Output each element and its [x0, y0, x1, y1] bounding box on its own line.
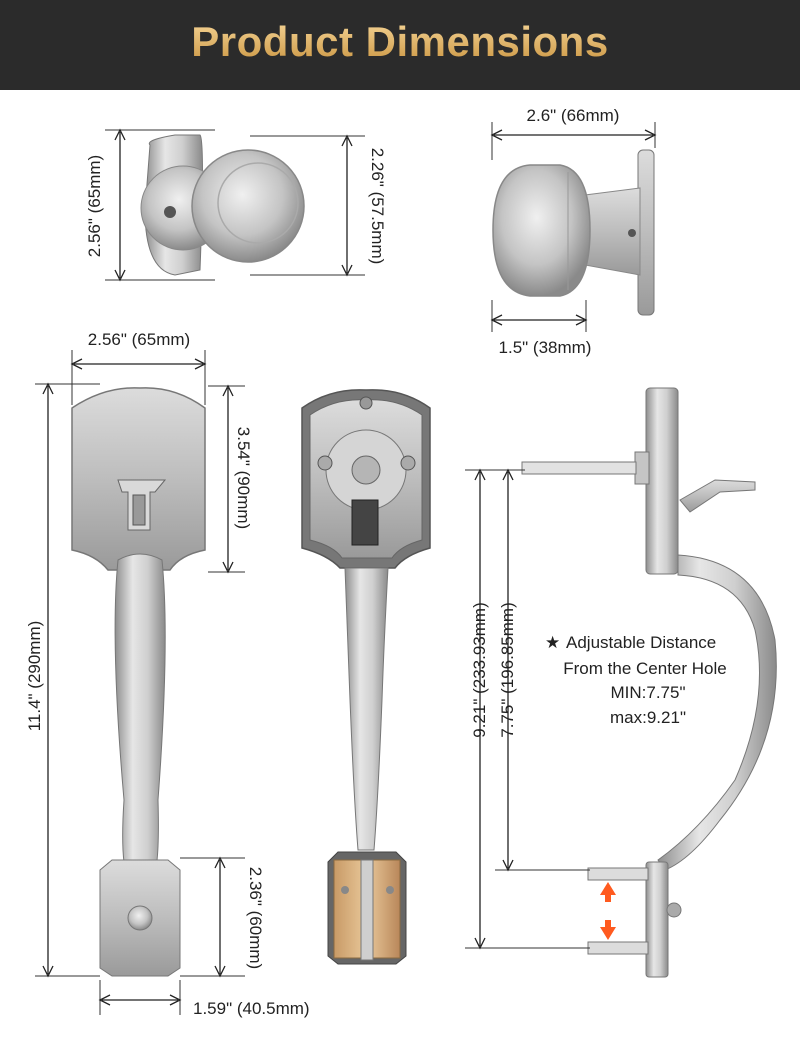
overall-height-label: 11.4" (290mm) [25, 621, 44, 732]
bottom-plate-height-dimension [180, 856, 245, 978]
min-distance-label: 7.75" (196.85mm) [498, 602, 517, 738]
overall-height-dimension [35, 382, 100, 978]
set-screw-icon [164, 206, 176, 218]
knob-height-label: 2.56" (65mm) [85, 155, 104, 257]
page-title: Product Dimensions [0, 18, 800, 66]
bottom-plate-height-label: 2.36" (60mm) [246, 867, 265, 969]
plate-width-dimension [70, 350, 207, 405]
max-distance-dimension [465, 468, 590, 950]
plate-width-label: 2.56" (65mm) [88, 330, 190, 349]
svg-text:From the Center Hole: From the Center Hole [563, 659, 726, 678]
svg-text:max:9.21": max:9.21" [610, 708, 686, 727]
back-handleset [301, 389, 431, 965]
side-handleset [521, 387, 777, 978]
knob-front-view [140, 134, 305, 276]
knob-depth-label: 1.5" (38mm) [499, 338, 592, 357]
knob-diameter-label: 2.26" (57.5mm) [368, 148, 387, 265]
knob-diameter-dimension [250, 134, 365, 277]
star-icon: ★ [545, 633, 560, 652]
max-distance-label: 9.21" (233.93mm) [470, 602, 489, 738]
front-handleset [71, 387, 206, 977]
svg-text:MIN:7.75": MIN:7.75" [610, 683, 685, 702]
knob-projection-label: 2.6" (66mm) [527, 106, 620, 125]
svg-text:Adjustable Distance: Adjustable Distance [566, 633, 716, 652]
plate-height-dimension [208, 384, 245, 574]
bottom-plate-width-dimension [98, 980, 182, 1015]
knob-side-view [492, 149, 655, 316]
knob-depth-dimension [490, 300, 588, 332]
bottom-plate-width-label: 1.59" (40.5mm) [193, 999, 310, 1018]
adjustable-distance-note: ★ Adjustable Distance From the Center Ho… [545, 633, 727, 727]
knob-height-dimension [105, 128, 215, 282]
knob-projection-dimension [490, 122, 657, 160]
header-banner: Product Dimensions [0, 0, 800, 90]
min-distance-dimension [495, 468, 590, 872]
adjustment-arrows-icon [600, 882, 616, 940]
plate-height-label: 3.54" (90mm) [234, 427, 253, 529]
